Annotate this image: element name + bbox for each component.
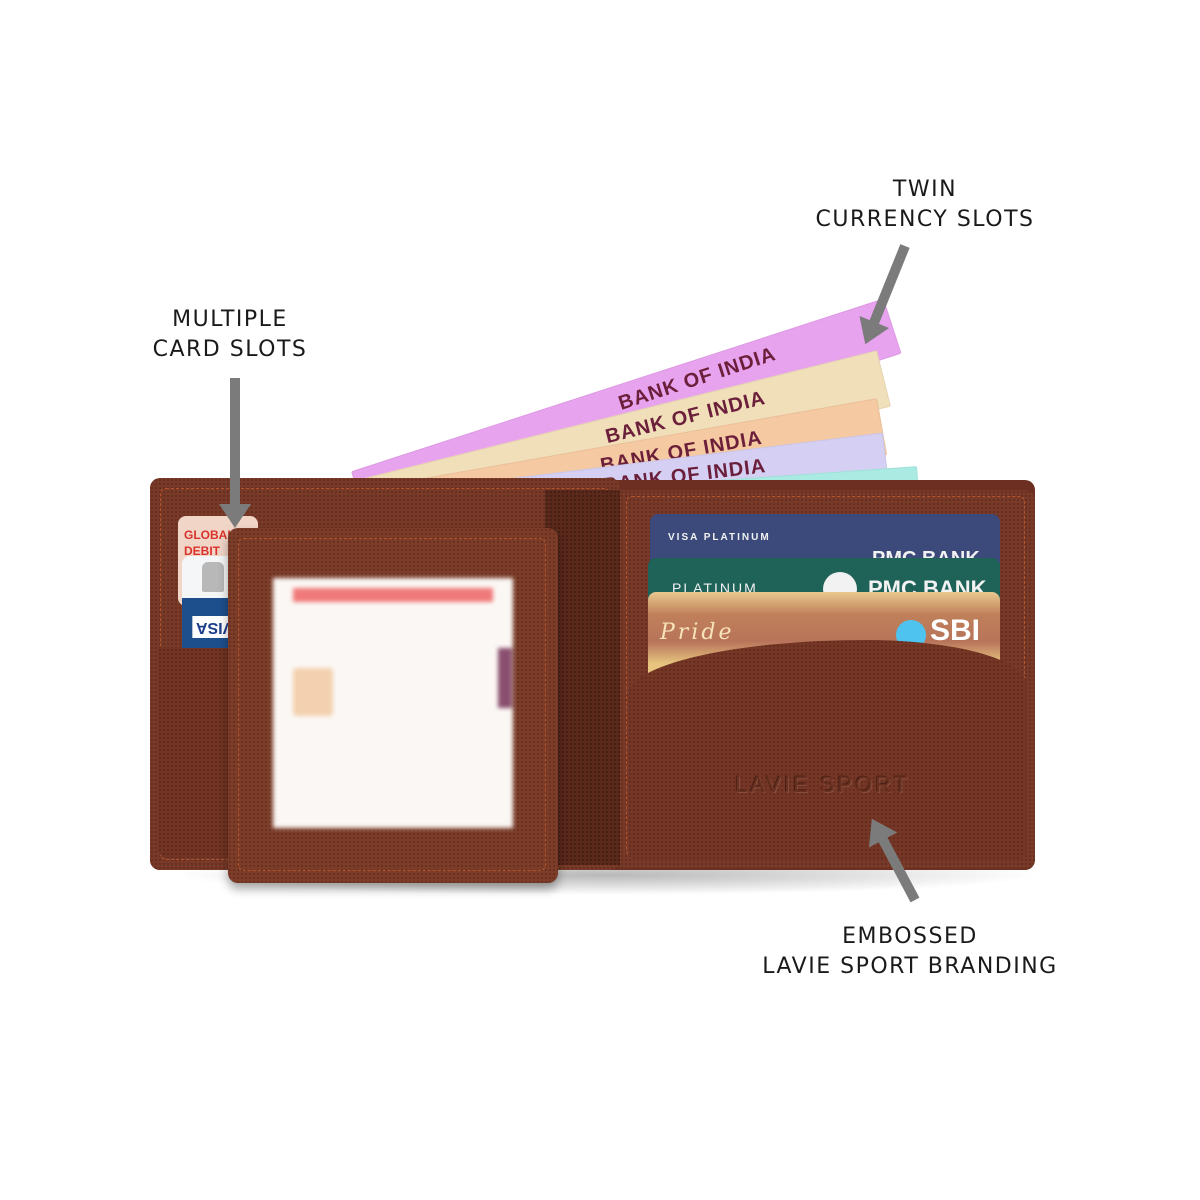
callout-line: MULTIPLE xyxy=(172,307,288,332)
photo xyxy=(498,648,512,708)
lavie-sport-emboss: LAVIE SPORT xyxy=(735,772,911,797)
callout-twin-currency-slots: TWIN CURRENCY SLOTS xyxy=(790,175,1060,235)
id-window-flap[interactable] xyxy=(228,528,558,883)
chip-icon xyxy=(293,668,333,716)
callout-line: CURRENCY SLOTS xyxy=(815,207,1035,232)
arrow-icon xyxy=(219,378,251,528)
callout-line: TWIN xyxy=(892,177,958,202)
callout-multiple-card-slots: MULTIPLE CARD SLOTS xyxy=(130,305,330,365)
stitching xyxy=(238,538,546,871)
callout-embossed-branding: EMBOSSED LAVIE SPORT BRANDING xyxy=(720,922,1100,982)
card-pocket-right xyxy=(628,640,1026,860)
wallet-right-panel: VISA PLATINUM PMC BANK PLATINUM PMC BANK… xyxy=(620,490,1035,868)
callout-line: CARD SLOTS xyxy=(152,337,308,362)
arrow-icon xyxy=(868,244,910,326)
callout-line: EMBOSSED xyxy=(842,924,978,949)
id-card-header xyxy=(293,588,493,602)
emblem-icon xyxy=(202,562,224,592)
callout-line: LAVIE SPORT BRANDING xyxy=(762,954,1058,979)
id-card-window xyxy=(273,578,513,828)
